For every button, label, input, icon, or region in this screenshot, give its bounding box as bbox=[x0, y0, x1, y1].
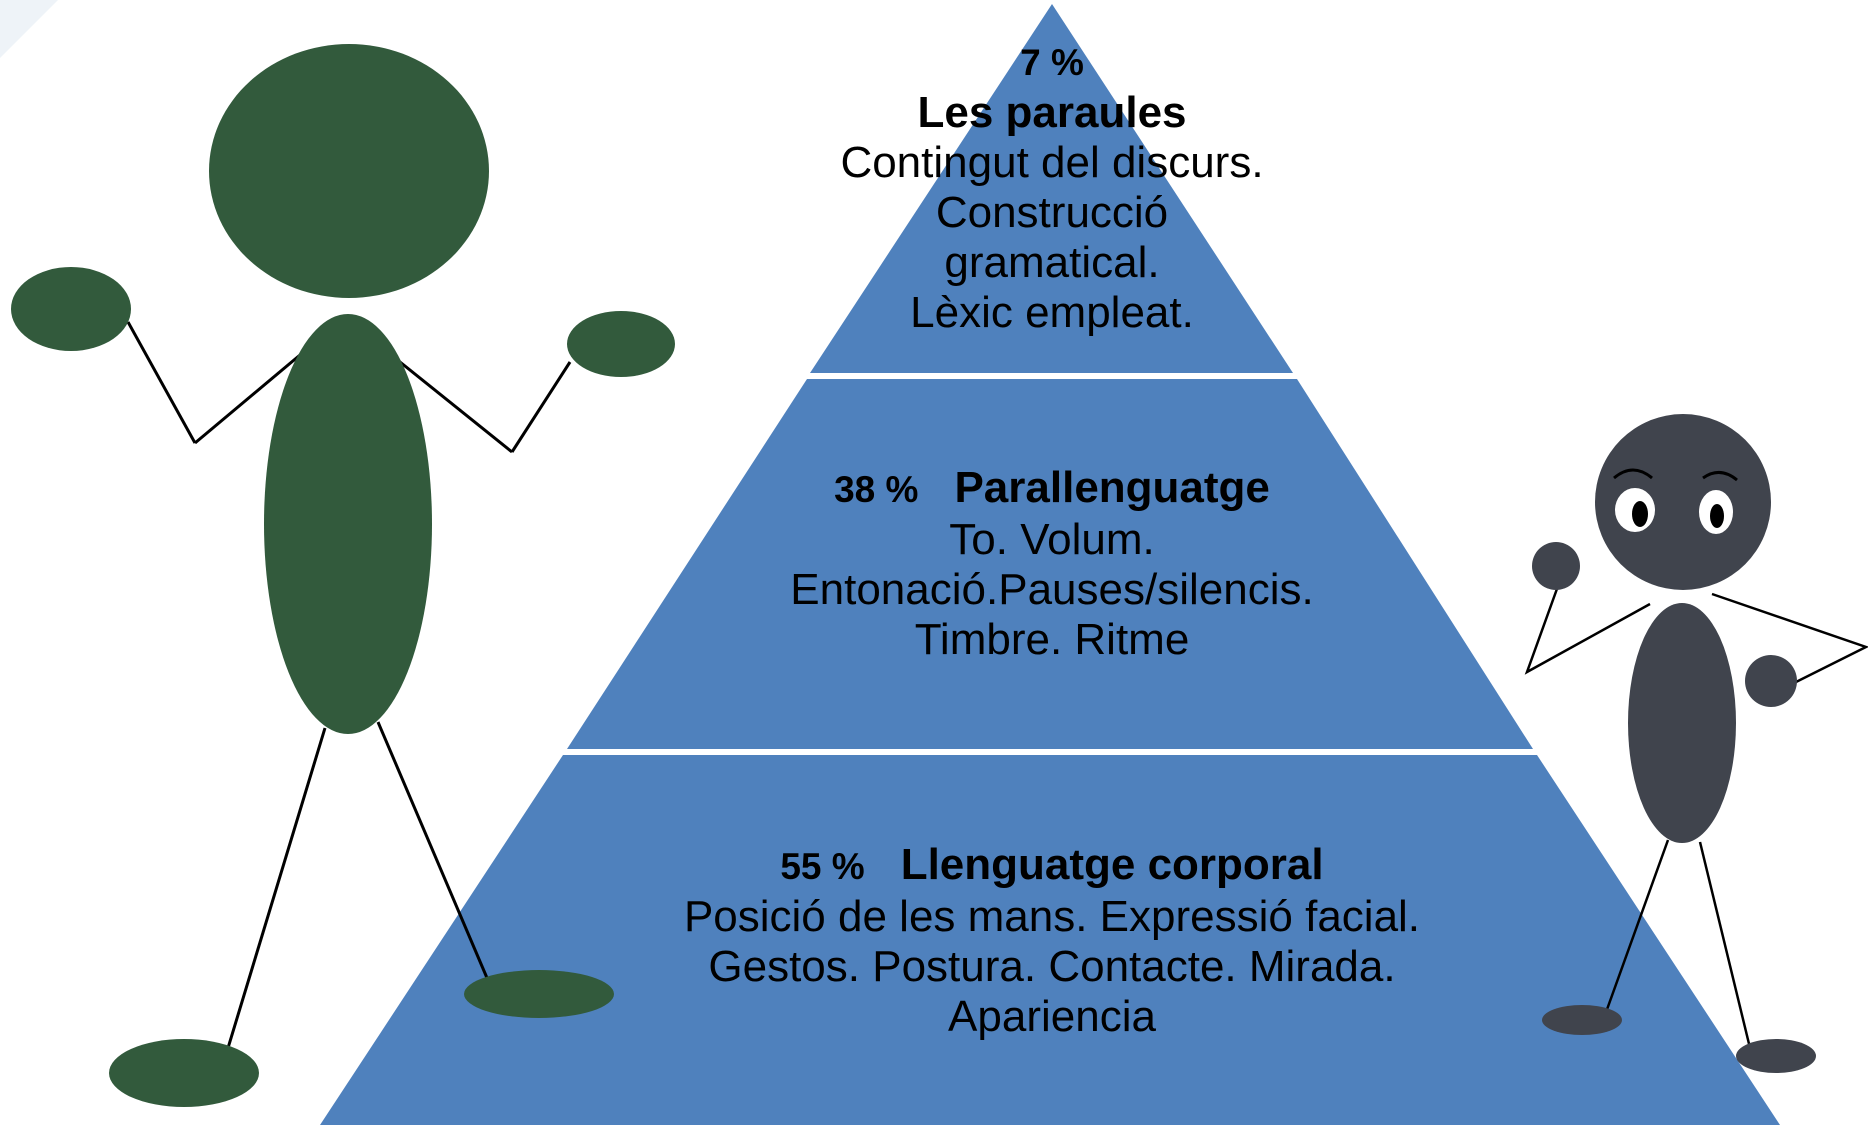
tier-top-text: 7 % Les paraules Contingut del discurs. … bbox=[752, 38, 1352, 338]
tier-middle-text: 38 % Parallenguatge To. Volum. Entonació.… bbox=[652, 463, 1452, 665]
tier-top-percent: 7 % bbox=[1020, 42, 1084, 83]
tier-top-title: Les paraules bbox=[917, 88, 1187, 137]
left-figure-left-hand bbox=[11, 267, 131, 351]
right-figure-right-hand bbox=[1745, 655, 1797, 707]
tier-bottom-line: Gestos. Postura. Contacte. Mirada. bbox=[708, 942, 1396, 991]
tier-top-line: gramatical. bbox=[944, 238, 1160, 287]
tier-middle-line: To. Volum. bbox=[949, 515, 1155, 564]
right-figure-left-leg bbox=[1603, 839, 1670, 1016]
left-figure-head bbox=[209, 44, 489, 298]
right-figure-body bbox=[1628, 603, 1736, 843]
tier-middle-heading: 38 % Parallenguatge bbox=[652, 463, 1452, 515]
left-figure-right-hand bbox=[567, 311, 675, 377]
pyramid-tier-top bbox=[810, 4, 1293, 373]
tier-bottom-text: 55 % Llenguatge corporal Posició de les m… bbox=[602, 840, 1502, 1042]
left-figure-left-leg bbox=[226, 727, 327, 1049]
left-figure-right-foot bbox=[464, 970, 614, 1018]
left-stick-figure bbox=[11, 44, 675, 1107]
tier-top-line: Construcció bbox=[935, 188, 1169, 237]
right-figure-left-foot bbox=[1542, 1005, 1622, 1035]
tier-middle-line: Entonació.Pauses/silencis. bbox=[790, 565, 1314, 614]
right-stick-figure bbox=[1524, 414, 1868, 1073]
left-figure-left-upper-arm bbox=[126, 321, 197, 444]
right-figure-left-arm bbox=[1524, 585, 1651, 675]
right-figure-right-foot bbox=[1736, 1039, 1816, 1073]
left-figure-left-foot bbox=[109, 1039, 259, 1107]
left-figure-right-upper-arm bbox=[394, 356, 513, 454]
tier-bottom-line: Apariencia bbox=[948, 992, 1156, 1041]
corner-decoration bbox=[0, 0, 58, 58]
tier-bottom-heading: 55 % Llenguatge corporal bbox=[602, 840, 1502, 892]
communication-pyramid bbox=[320, 4, 1780, 1125]
tier-middle-title: Parallenguatge bbox=[954, 463, 1270, 512]
tier-middle-line: Timbre. Ritme bbox=[914, 615, 1190, 664]
tier-bottom-line: Posició de les mans. Expressió facial. bbox=[683, 892, 1421, 941]
left-figure-left-forearm bbox=[194, 353, 301, 445]
tier-bottom-percent: 55 % bbox=[780, 846, 865, 887]
tier-middle-percent: 38 % bbox=[834, 469, 919, 510]
left-figure-right-leg bbox=[376, 721, 492, 986]
right-figure-left-hand bbox=[1532, 542, 1580, 590]
tier-top-line: Lèxic empleat. bbox=[910, 288, 1194, 337]
tier-bottom-title: Llenguatge corporal bbox=[900, 840, 1324, 889]
tier-top-line: Contingut del discurs. bbox=[840, 138, 1264, 187]
left-figure-body bbox=[264, 314, 432, 734]
right-figure-head bbox=[1595, 414, 1771, 590]
left-figure-right-forearm bbox=[510, 361, 572, 453]
right-figure-eyes bbox=[1613, 468, 1738, 534]
right-figure-right-leg bbox=[1698, 841, 1752, 1049]
pyramid-tier-middle bbox=[567, 379, 1533, 749]
right-figure-right-arm bbox=[1711, 592, 1868, 686]
pyramid-tier-bottom bbox=[320, 755, 1780, 1125]
